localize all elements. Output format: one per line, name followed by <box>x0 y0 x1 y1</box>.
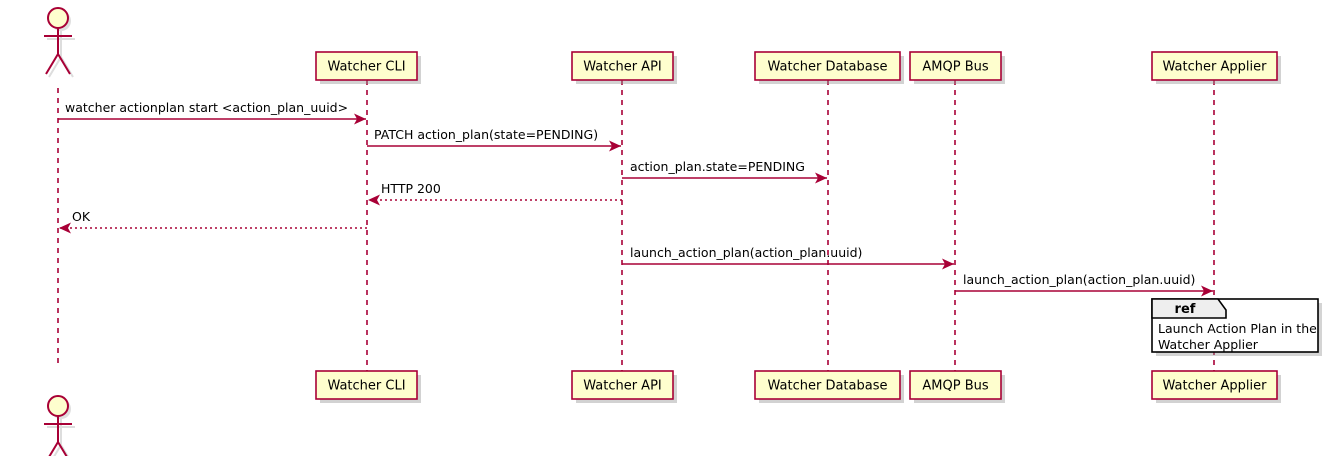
messages-group: watcher actionplan start <action_plan_uu… <box>58 100 1213 297</box>
actor-label-administrator-top: Administrator <box>14 0 103 1</box>
message-label-4: HTTP 200 <box>381 181 441 196</box>
participant-bottom-watcher-api[interactable]: Watcher API <box>571 370 677 403</box>
ref-block-tab <box>1151 298 1227 319</box>
participant-bottom-amqp-bus[interactable]: AMQP Bus <box>909 370 1005 403</box>
message-arrowhead-3 <box>815 172 827 184</box>
participant-top-watcher-api[interactable]: Watcher API <box>571 51 677 84</box>
participant-label-amqp-bus: AMQP Bus <box>922 60 988 75</box>
actor-administrator-top[interactable]: Administrator <box>14 0 103 78</box>
message-label-7: launch_action_plan(action_plan.uuid) <box>963 272 1195 287</box>
participant-label-watcher-applier: Watcher Applier <box>1163 379 1268 394</box>
message-label-5: OK <box>72 209 91 224</box>
participant-label-watcher-database: Watcher Database <box>768 379 888 394</box>
message-1[interactable]: watcher actionplan start <action_plan_uu… <box>58 100 366 125</box>
ref-block-line-1: Launch Action Plan in the <box>1158 321 1317 336</box>
message-arrowhead-6 <box>942 258 954 270</box>
message-7[interactable]: launch_action_plan(action_plan.uuid) <box>955 272 1213 297</box>
message-5[interactable]: OK <box>59 209 367 234</box>
message-3[interactable]: action_plan.state=PENDING <box>622 159 827 184</box>
participant-box-watcher-database <box>754 51 901 81</box>
message-6[interactable]: launch_action_plan(action_plan.uuid) <box>622 245 954 270</box>
participant-label-amqp-bus: AMQP Bus <box>922 379 988 394</box>
participant-label-watcher-api: Watcher API <box>583 60 662 75</box>
actor-administrator-bottom[interactable]: Administrator <box>14 395 103 456</box>
participant-top-watcher-cli[interactable]: Watcher CLI <box>315 51 421 84</box>
participant-label-watcher-database: Watcher Database <box>768 60 888 75</box>
message-arrowhead-1 <box>354 113 366 125</box>
participant-box-watcher-applier <box>1151 370 1278 400</box>
actor-body-shadow-administrator-bottom <box>47 419 75 456</box>
participant-box-watcher-applier <box>1151 51 1278 81</box>
participant-box-watcher-cli <box>315 51 418 81</box>
participant-box-watcher-database <box>754 370 901 400</box>
participant-bottom-watcher-database[interactable]: Watcher Database <box>754 370 904 403</box>
message-arrowhead-5 <box>59 222 71 234</box>
actor-body-administrator-bottom <box>44 416 72 456</box>
actor-body-shadow-administrator-top <box>47 31 75 78</box>
participant-box-watcher-cli <box>315 370 418 400</box>
participant-box-amqp-bus <box>909 370 1002 400</box>
participant-top-watcher-applier[interactable]: Watcher Applier <box>1151 51 1281 84</box>
message-2[interactable]: PATCH action_plan(state=PENDING) <box>367 127 621 152</box>
participants-group: AdministratorAdministratorWatcher CLIWat… <box>14 0 1281 456</box>
participant-box-watcher-api <box>571 370 674 400</box>
participant-label-watcher-cli: Watcher CLI <box>327 60 405 75</box>
participant-box-amqp-bus <box>909 51 1002 81</box>
message-label-6: launch_action_plan(action_plan.uuid) <box>630 245 862 260</box>
message-label-2: PATCH action_plan(state=PENDING) <box>374 127 598 142</box>
participant-label-watcher-api: Watcher API <box>583 379 662 394</box>
lifelines-group <box>57 80 1215 371</box>
message-arrowhead-7 <box>1201 285 1213 297</box>
participant-bottom-watcher-cli[interactable]: Watcher CLI <box>315 370 421 403</box>
ref-block-line-2: Watcher Applier <box>1158 337 1259 352</box>
participant-top-watcher-database[interactable]: Watcher Database <box>754 51 904 84</box>
actor-head-administrator-bottom <box>47 395 69 417</box>
participant-bottom-watcher-applier[interactable]: Watcher Applier <box>1151 370 1281 403</box>
ref-block-tab-label: ref <box>1175 302 1196 317</box>
participant-label-watcher-cli: Watcher CLI <box>327 379 405 394</box>
message-label-1: watcher actionplan start <action_plan_uu… <box>65 100 348 115</box>
participant-top-amqp-bus[interactable]: AMQP Bus <box>909 51 1005 84</box>
participant-label-watcher-applier: Watcher Applier <box>1163 60 1268 75</box>
actor-head-administrator-top <box>47 7 69 29</box>
participant-box-watcher-api <box>571 51 674 81</box>
message-label-3: action_plan.state=PENDING <box>630 159 805 174</box>
actor-body-administrator-top <box>44 28 72 75</box>
message-arrowhead-2 <box>609 140 621 152</box>
message-arrowhead-4 <box>368 194 380 206</box>
message-4[interactable]: HTTP 200 <box>368 181 622 206</box>
